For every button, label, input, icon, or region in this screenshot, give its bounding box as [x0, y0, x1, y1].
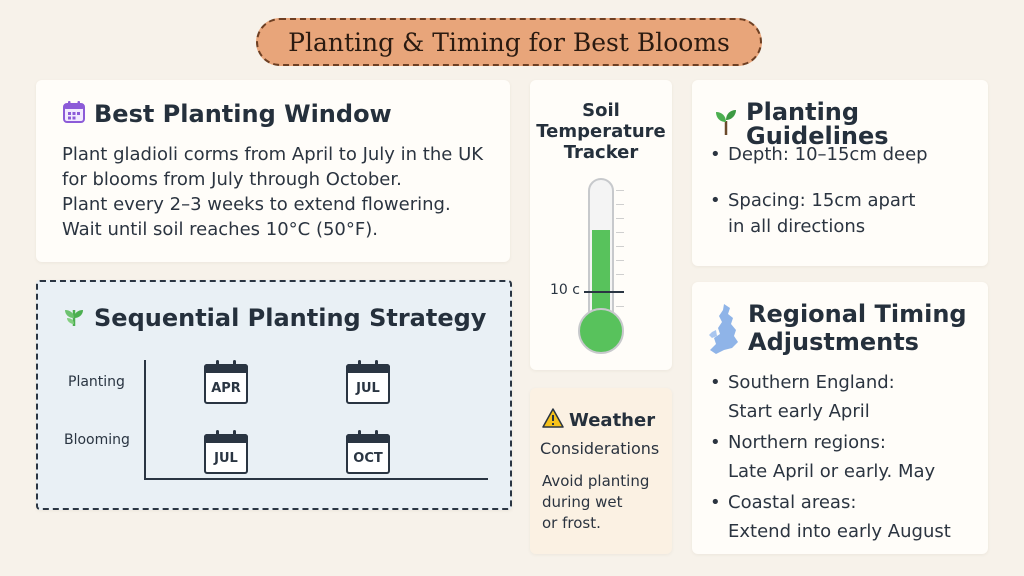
list-item-line: Depth: 10–15cm deep	[728, 144, 928, 165]
planting-guidelines-title: Planting Guidelines	[746, 98, 889, 150]
best-planting-window-body: Plant gladioli corms from April to July …	[62, 142, 508, 242]
list-item-line: Start early April	[728, 401, 870, 422]
weather-line: or frost.	[542, 514, 601, 532]
list-item-line: Northern regions:	[728, 432, 887, 453]
weather-line: Avoid planting	[542, 472, 650, 490]
seedling-icon	[714, 109, 738, 139]
calendar-apr-icon: APR	[204, 360, 248, 404]
list-item-line: Spacing: 15cm apart	[728, 190, 916, 211]
calendar-jul-icon: JUL	[204, 430, 248, 474]
regional-title-line: Adjustments	[748, 328, 919, 356]
page-title-text: Planting & Timing for Best Blooms	[288, 27, 730, 57]
list-item: Southern England: Start early April	[708, 368, 951, 426]
month-label: OCT	[353, 451, 383, 466]
month-label: JUL	[214, 451, 238, 466]
weather-card: Weather Considerations Avoid planting du…	[530, 388, 672, 554]
thermometer-bulb	[578, 308, 624, 354]
soil-title-line: Temperature	[536, 121, 666, 142]
regional-timing-card: Regional Timing Adjustments Southern Eng…	[692, 282, 988, 554]
window-line: for blooms from July through October.	[62, 169, 402, 190]
calendar-jul-icon: JUL	[346, 360, 390, 404]
soil-temperature-title: Soil Temperature Tracker	[530, 100, 672, 163]
list-item: Coastal areas: Extend into early August	[708, 488, 951, 546]
planting-guidelines-card: Planting Guidelines Depth: 10–15cm deep …	[692, 80, 988, 266]
row-label-blooming: Blooming	[64, 432, 130, 448]
list-item-line: Late April or early. May	[728, 461, 936, 482]
warning-icon	[542, 408, 564, 433]
weather-subtitle: Considerations	[540, 439, 660, 458]
weather-heading: Weather	[542, 408, 655, 433]
calendar-icon	[62, 100, 86, 128]
list-item: Northern regions: Late April or early. M…	[708, 428, 951, 486]
soil-title-line: Soil	[582, 100, 620, 121]
list-item-line: Extend into early August	[728, 521, 951, 542]
window-line: Plant gladioli corms from April to July …	[62, 144, 484, 165]
planting-guidelines-heading: Planting Guidelines	[714, 100, 988, 148]
row-label-planting: Planting	[68, 374, 125, 390]
list-item: Depth: 10–15cm deep	[708, 142, 928, 168]
best-planting-window-heading: Best Planting Window	[62, 100, 392, 128]
regional-title-line: Regional Timing	[748, 300, 967, 328]
best-planting-window-card: Best Planting Window Plant gladioli corm…	[36, 80, 510, 262]
regional-list: Southern England: Start early April Nort…	[708, 368, 951, 546]
month-label: JUL	[356, 381, 380, 396]
weather-title: Weather	[569, 410, 656, 431]
list-item-line: in all directions	[728, 216, 866, 237]
list-item-line: Coastal areas:	[728, 492, 857, 513]
timeline-x-axis	[144, 478, 488, 480]
soil-title-line: Tracker	[563, 142, 639, 163]
window-line: Plant every 2–3 weeks to extend flowerin…	[62, 194, 451, 215]
sequential-planting-heading: Sequential Planting Strategy	[62, 304, 486, 332]
page-title: Planting & Timing for Best Blooms	[256, 18, 762, 66]
best-planting-window-title: Best Planting Window	[94, 100, 392, 128]
month-label: APR	[211, 381, 241, 396]
sprout-icon	[62, 304, 86, 332]
calendar-oct-icon: OCT	[346, 430, 390, 474]
list-item: Spacing: 15cm apart in all directions	[708, 188, 928, 240]
soil-temperature-card: Soil Temperature Tracker 10 c	[530, 80, 672, 370]
regional-timing-heading: Regional Timing Adjustments	[706, 300, 967, 360]
timeline-y-axis	[144, 360, 146, 480]
guidelines-list: Depth: 10–15cm deep Spacing: 15cm apart …	[708, 142, 928, 240]
list-item-line: Southern England:	[728, 372, 895, 393]
weather-line: during wet	[542, 493, 623, 511]
window-line: Wait until soil reaches 10°C (50°F).	[62, 219, 378, 240]
weather-body: Avoid planting during wet or frost.	[542, 471, 672, 534]
temperature-marker	[584, 291, 624, 293]
sequential-planting-card: Sequential Planting Strategy Planting Bl…	[36, 280, 512, 510]
uk-map-icon	[706, 302, 740, 360]
sequential-planting-title: Sequential Planting Strategy	[94, 304, 487, 332]
temperature-marker-label: 10 c	[550, 282, 580, 298]
regional-timing-title: Regional Timing Adjustments	[748, 300, 967, 356]
